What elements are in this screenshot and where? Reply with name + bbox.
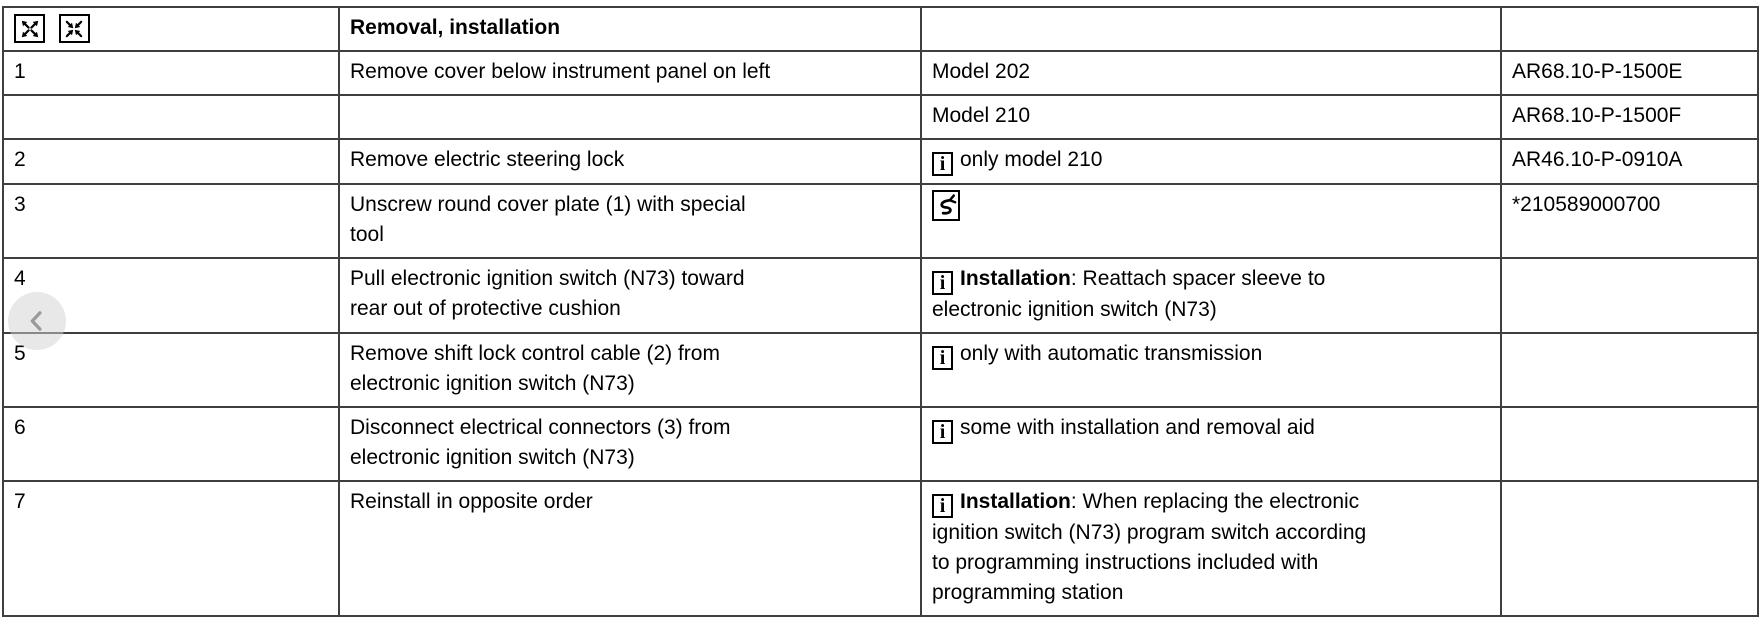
instruction-cell: Pull electronic ignition switch (N73) to…: [338, 257, 922, 334]
note-text: only with automatic transmission: [960, 342, 1263, 365]
table-body: 1 Remove cover below instrument panel on…: [2, 50, 1759, 617]
info-icon: i: [932, 494, 953, 518]
reference-link[interactable]: AR68.10-P-1500F: [1500, 94, 1759, 140]
note-cell: i Installation: Reattach spacer sleeve to…: [920, 257, 1502, 334]
instruction-cell: Unscrew round cover plate (1) with speci…: [338, 183, 922, 259]
note-text: Model 202: [932, 60, 1031, 83]
note-text: some with installation and removal aid: [960, 416, 1315, 439]
instruction-cell: Disconnect electrical connectors (3) fro…: [338, 406, 922, 482]
instruction-cell: [338, 94, 922, 140]
info-icon: i: [932, 152, 953, 176]
instruction-cell: Remove cover below instrument panel on l…: [338, 50, 922, 96]
step-cell: [2, 94, 340, 140]
table-row: 2 Remove electric steering lock i only mo…: [2, 138, 1759, 185]
note-bold-label: Installation: [960, 267, 1071, 290]
note-text: only model 210: [960, 148, 1103, 171]
step-cell: 1: [2, 50, 340, 96]
note-cell: i some with installation and removal aid: [920, 406, 1502, 482]
table-row: 7 Reinstall in opposite order i Installat…: [2, 480, 1759, 617]
note-text: : Reattach spacer sleeve to electronic i…: [932, 267, 1326, 321]
prev-page-button[interactable]: [8, 292, 66, 350]
instruction-cell: Reinstall in opposite order: [338, 480, 922, 617]
chevron-left-icon: [30, 311, 42, 331]
table-row: Model 210 AR68.10-P-1500F: [2, 94, 1759, 140]
info-icon: i: [932, 271, 953, 295]
header-reference-cell: [1500, 6, 1759, 52]
expand-all-icon[interactable]: [14, 14, 45, 43]
note-bold-label: Installation: [960, 490, 1071, 513]
step-cell: 3: [2, 183, 340, 259]
table-title: Removal, installation: [338, 6, 922, 52]
instruction-cell: Remove electric steering lock: [338, 138, 922, 185]
step-cell: 5: [2, 332, 340, 408]
table-row: 3 Unscrew round cover plate (1) with spe…: [2, 183, 1759, 259]
reference-cell: [1500, 332, 1759, 408]
table-row: 1 Remove cover below instrument panel on…: [2, 50, 1759, 96]
note-cell: Model 202: [920, 50, 1502, 96]
step-cell: 6: [2, 406, 340, 482]
table-row: 4 Pull electronic ignition switch (N73) …: [2, 257, 1759, 334]
reference-link[interactable]: AR46.10-P-0910A: [1500, 138, 1759, 185]
header-controls-cell: [2, 6, 340, 52]
reference-cell: [1500, 406, 1759, 482]
instruction-cell: Remove shift lock control cable (2) from…: [338, 332, 922, 408]
special-tool-icon: [932, 190, 960, 221]
table-row: 5 Remove shift lock control cable (2) fr…: [2, 332, 1759, 408]
info-icon: i: [932, 346, 953, 370]
step-cell: 2: [2, 138, 340, 185]
note-cell: Model 210: [920, 94, 1502, 140]
note-cell: i only with automatic transmission: [920, 332, 1502, 408]
collapse-all-icon[interactable]: [58, 14, 90, 43]
reference-cell: [1500, 257, 1759, 334]
note-cell: i only model 210: [920, 138, 1502, 185]
note-cell: i Installation: When replacing the electr…: [920, 480, 1502, 617]
table-header-row: Removal, installation: [2, 6, 1759, 52]
reference-cell: [1500, 480, 1759, 617]
reference-link[interactable]: AR68.10-P-1500E: [1500, 50, 1759, 96]
table-row: 6 Disconnect electrical connectors (3) f…: [2, 406, 1759, 482]
note-text: Model 210: [932, 104, 1031, 127]
header-note-cell: [920, 6, 1502, 52]
step-cell: 7: [2, 480, 340, 617]
reference-link[interactable]: *210589000700: [1500, 183, 1759, 259]
note-text: : When replacing the electronic ignition…: [932, 490, 1367, 604]
procedure-table: Removal, installation 1 Remove cover bel…: [2, 6, 1759, 617]
note-cell: [920, 183, 1502, 259]
info-icon: i: [932, 420, 953, 444]
